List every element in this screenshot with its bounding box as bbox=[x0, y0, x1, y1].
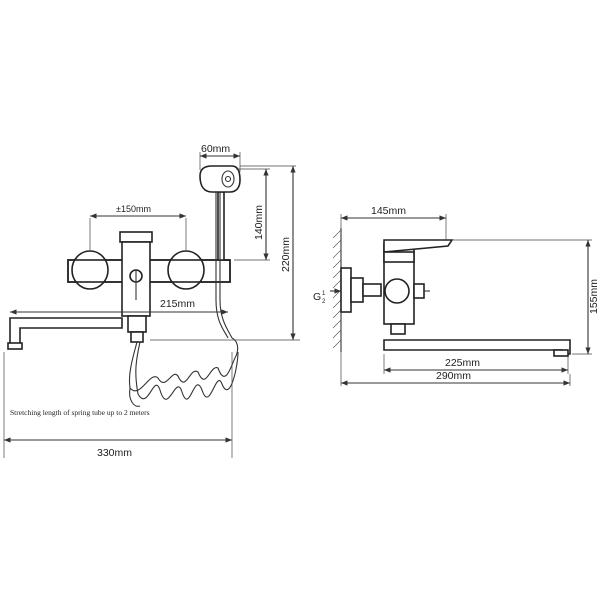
dim-spout-reach: 215mm bbox=[160, 298, 195, 310]
shower-head-face bbox=[221, 170, 235, 188]
right-flange bbox=[167, 250, 205, 290]
dim-hose-width: 60mm bbox=[201, 143, 230, 155]
dim-total-depth: 290mm bbox=[436, 370, 471, 382]
hose-nut bbox=[130, 331, 144, 343]
hose-connector bbox=[127, 315, 147, 333]
left-flange bbox=[71, 250, 109, 290]
side-lever bbox=[383, 239, 454, 253]
side-aerator bbox=[553, 349, 569, 357]
hand-shower bbox=[199, 165, 241, 193]
side-spout bbox=[383, 339, 571, 355]
dim-overall-width: 330mm bbox=[97, 447, 132, 459]
side-cartridge bbox=[384, 278, 410, 304]
thread-label: G bbox=[313, 291, 321, 303]
side-view: G 1 2 145mm 155mm 225mm 290mm bbox=[313, 205, 600, 386]
dim-hose-height: 140mm bbox=[253, 205, 265, 240]
spring-coil bbox=[128, 337, 239, 407]
side-outlet bbox=[390, 323, 406, 335]
front-view: 60mm ±150mm 140mm 220mm 215mm Stretching… bbox=[3, 143, 300, 459]
side-connector bbox=[362, 283, 382, 297]
dim-body-depth: 145mm bbox=[371, 205, 406, 217]
hose-upper-inner bbox=[215, 192, 229, 339]
dim-total-height: 220mm bbox=[280, 237, 292, 272]
spout bbox=[9, 317, 123, 346]
dim-height: 155mm bbox=[588, 279, 600, 314]
side-diverter bbox=[413, 283, 425, 299]
dim-spout-length: 225mm bbox=[445, 357, 480, 369]
side-flange bbox=[340, 267, 352, 313]
spring-tube-note: Stretching length of spring tube up to 2… bbox=[10, 408, 150, 417]
side-eccentric bbox=[350, 277, 364, 303]
lever-handle bbox=[119, 231, 153, 243]
wall-hatch bbox=[332, 229, 342, 349]
spout-aerator bbox=[7, 342, 23, 350]
side-lever-base bbox=[383, 251, 415, 263]
dim-center-spacing: ±150mm bbox=[116, 204, 151, 214]
thread-fraction-denominator: 2 bbox=[322, 299, 326, 305]
thread-fraction-numerator: 1 bbox=[322, 291, 326, 297]
hose-upper bbox=[219, 192, 233, 339]
shower-button bbox=[224, 175, 232, 183]
